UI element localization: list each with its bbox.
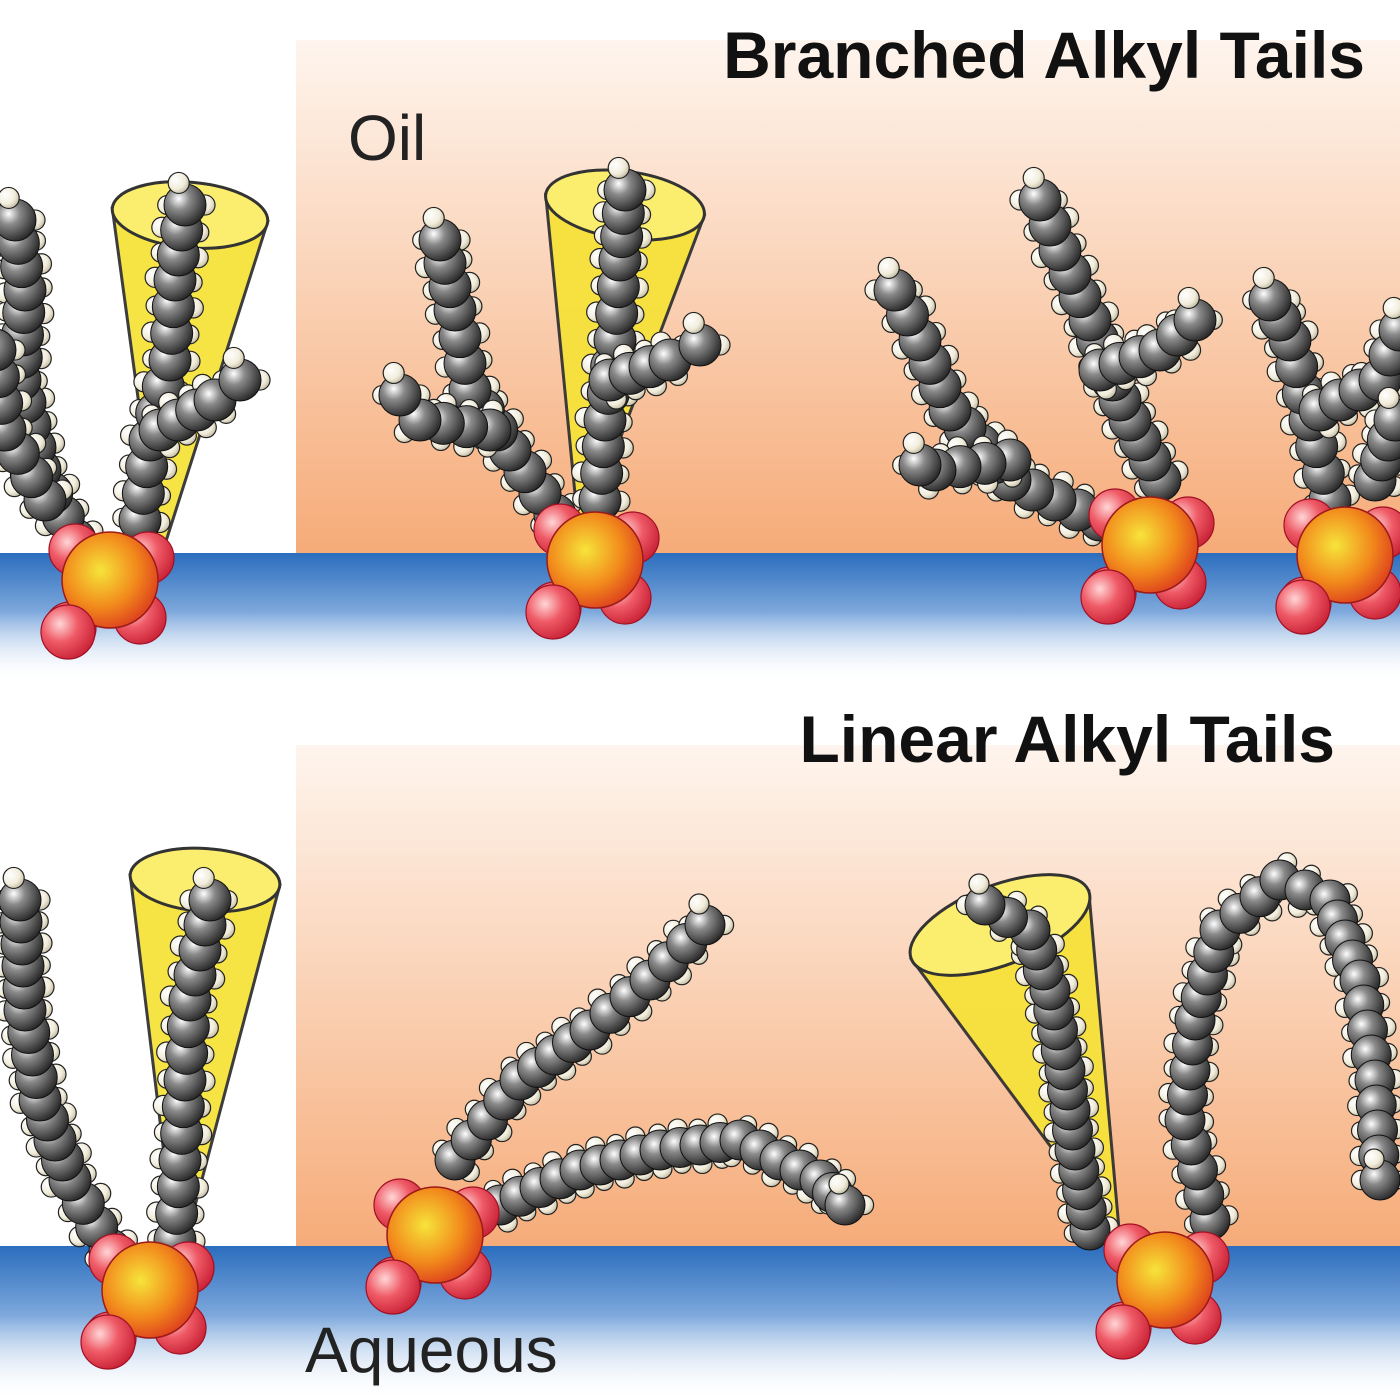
alkyl-chain-icon: [146, 866, 238, 1262]
surfactant-molecule: [1242, 266, 1400, 635]
alkyl-chain-icon: [1348, 386, 1400, 502]
oxygen-atom-icon: [80, 1314, 136, 1370]
hydrogen-atom-icon: [877, 256, 900, 280]
hydrogen-atom-icon: [1377, 386, 1400, 410]
oxygen-atom-icon: [1080, 569, 1136, 625]
oxygen-atom-icon: [1095, 1304, 1151, 1360]
phosphate-headgroup-icon: [1275, 498, 1400, 635]
alkyl-chain-icon: [372, 361, 512, 458]
hydrogen-atom-icon: [192, 866, 215, 890]
alkyl-chain-icon: [892, 429, 1032, 500]
hydrogen-atom-icon: [828, 1173, 850, 1195]
panel-branched: Branched Alkyl Tails Oil: [0, 18, 1400, 683]
hydrogen-atom-icon: [1022, 166, 1045, 190]
alkyl-chain-icon: [955, 873, 1119, 1251]
alkyl-chain-icon: [1078, 286, 1223, 400]
phosphorus-atom-icon: [61, 531, 159, 629]
hydrogen-atom-icon: [222, 346, 245, 370]
phosphorus-atom-icon: [101, 1241, 199, 1339]
hydrogen-atom-icon: [968, 873, 990, 895]
hydrogen-atom-icon: [607, 156, 630, 180]
oxygen-atom-icon: [365, 1259, 421, 1315]
alkyl-chain-icon: [432, 893, 735, 1183]
hydrogen-atom-icon: [1252, 266, 1275, 290]
hydrogen-atom-icon: [0, 186, 20, 210]
hydrogen-atom-icon: [422, 206, 445, 230]
phosphorus-atom-icon: [546, 511, 644, 609]
surfactant-molecule: [0, 171, 271, 660]
alkyl-chain-icon: [1009, 166, 1189, 502]
phosphate-headgroup-icon: [1080, 488, 1215, 625]
carbon-atom-icon: [0, 329, 17, 371]
panel-title-branched: Branched Alkyl Tails: [723, 18, 1365, 92]
phosphorus-atom-icon: [1101, 496, 1199, 594]
oxygen-atom-icon: [1275, 579, 1331, 635]
panel-linear: Linear Alkyl Tails Aqueous: [0, 702, 1400, 1400]
phosphate-headgroup-icon: [525, 503, 660, 640]
oil-phase-top: [296, 40, 1400, 555]
hydrogen-atom-icon: [688, 893, 710, 915]
oil-phase-label: Oil: [348, 102, 426, 174]
aqueous-phase-label: Aqueous: [305, 1314, 558, 1386]
panel-title-linear: Linear Alkyl Tails: [799, 702, 1335, 776]
surfactant-molecule: [365, 893, 875, 1315]
alkyl-chain-icon: [1158, 852, 1400, 1241]
phosphorus-atom-icon: [1296, 506, 1394, 604]
molecule-layer-top: [0, 156, 1400, 660]
phosphate-headgroup-icon: [40, 523, 175, 660]
surfactant-molecule: [372, 156, 731, 640]
alkyl-chain-icon: [479, 1113, 875, 1233]
oxygen-atom-icon: [40, 604, 96, 660]
surfactant-molecule: [0, 846, 282, 1370]
hydrogen-atom-icon: [1363, 1148, 1385, 1170]
hydrogen-atom-icon: [382, 361, 405, 385]
phosphate-headgroup-icon: [365, 1178, 500, 1315]
phosphate-headgroup-icon: [1095, 1223, 1230, 1360]
phosphorus-atom-icon: [1116, 1231, 1214, 1329]
phosphate-headgroup-icon: [80, 1233, 215, 1370]
hydrogen-atom-icon: [1382, 296, 1400, 320]
hydrogen-atom-icon: [1177, 286, 1200, 310]
phosphorus-atom-icon: [386, 1186, 484, 1284]
molecule-layer-bottom: [0, 846, 1400, 1370]
hydrogen-atom-icon: [2, 866, 25, 890]
hydrogen-atom-icon: [167, 171, 190, 195]
carbon-atom-icon: [1378, 308, 1400, 352]
alkyl-chain-icon: [0, 866, 139, 1272]
hydrogen-atom-icon: [902, 431, 925, 455]
alkyl-chain-icon: [588, 311, 731, 410]
surfactant-molecule: [908, 852, 1400, 1360]
alkyl-chain-icon: [138, 346, 271, 459]
hydrogen-atom-icon: [682, 311, 705, 335]
surfactant-molecule: [864, 166, 1223, 625]
oxygen-atom-icon: [525, 584, 581, 640]
alkyl-chain-icon: [0, 329, 74, 522]
